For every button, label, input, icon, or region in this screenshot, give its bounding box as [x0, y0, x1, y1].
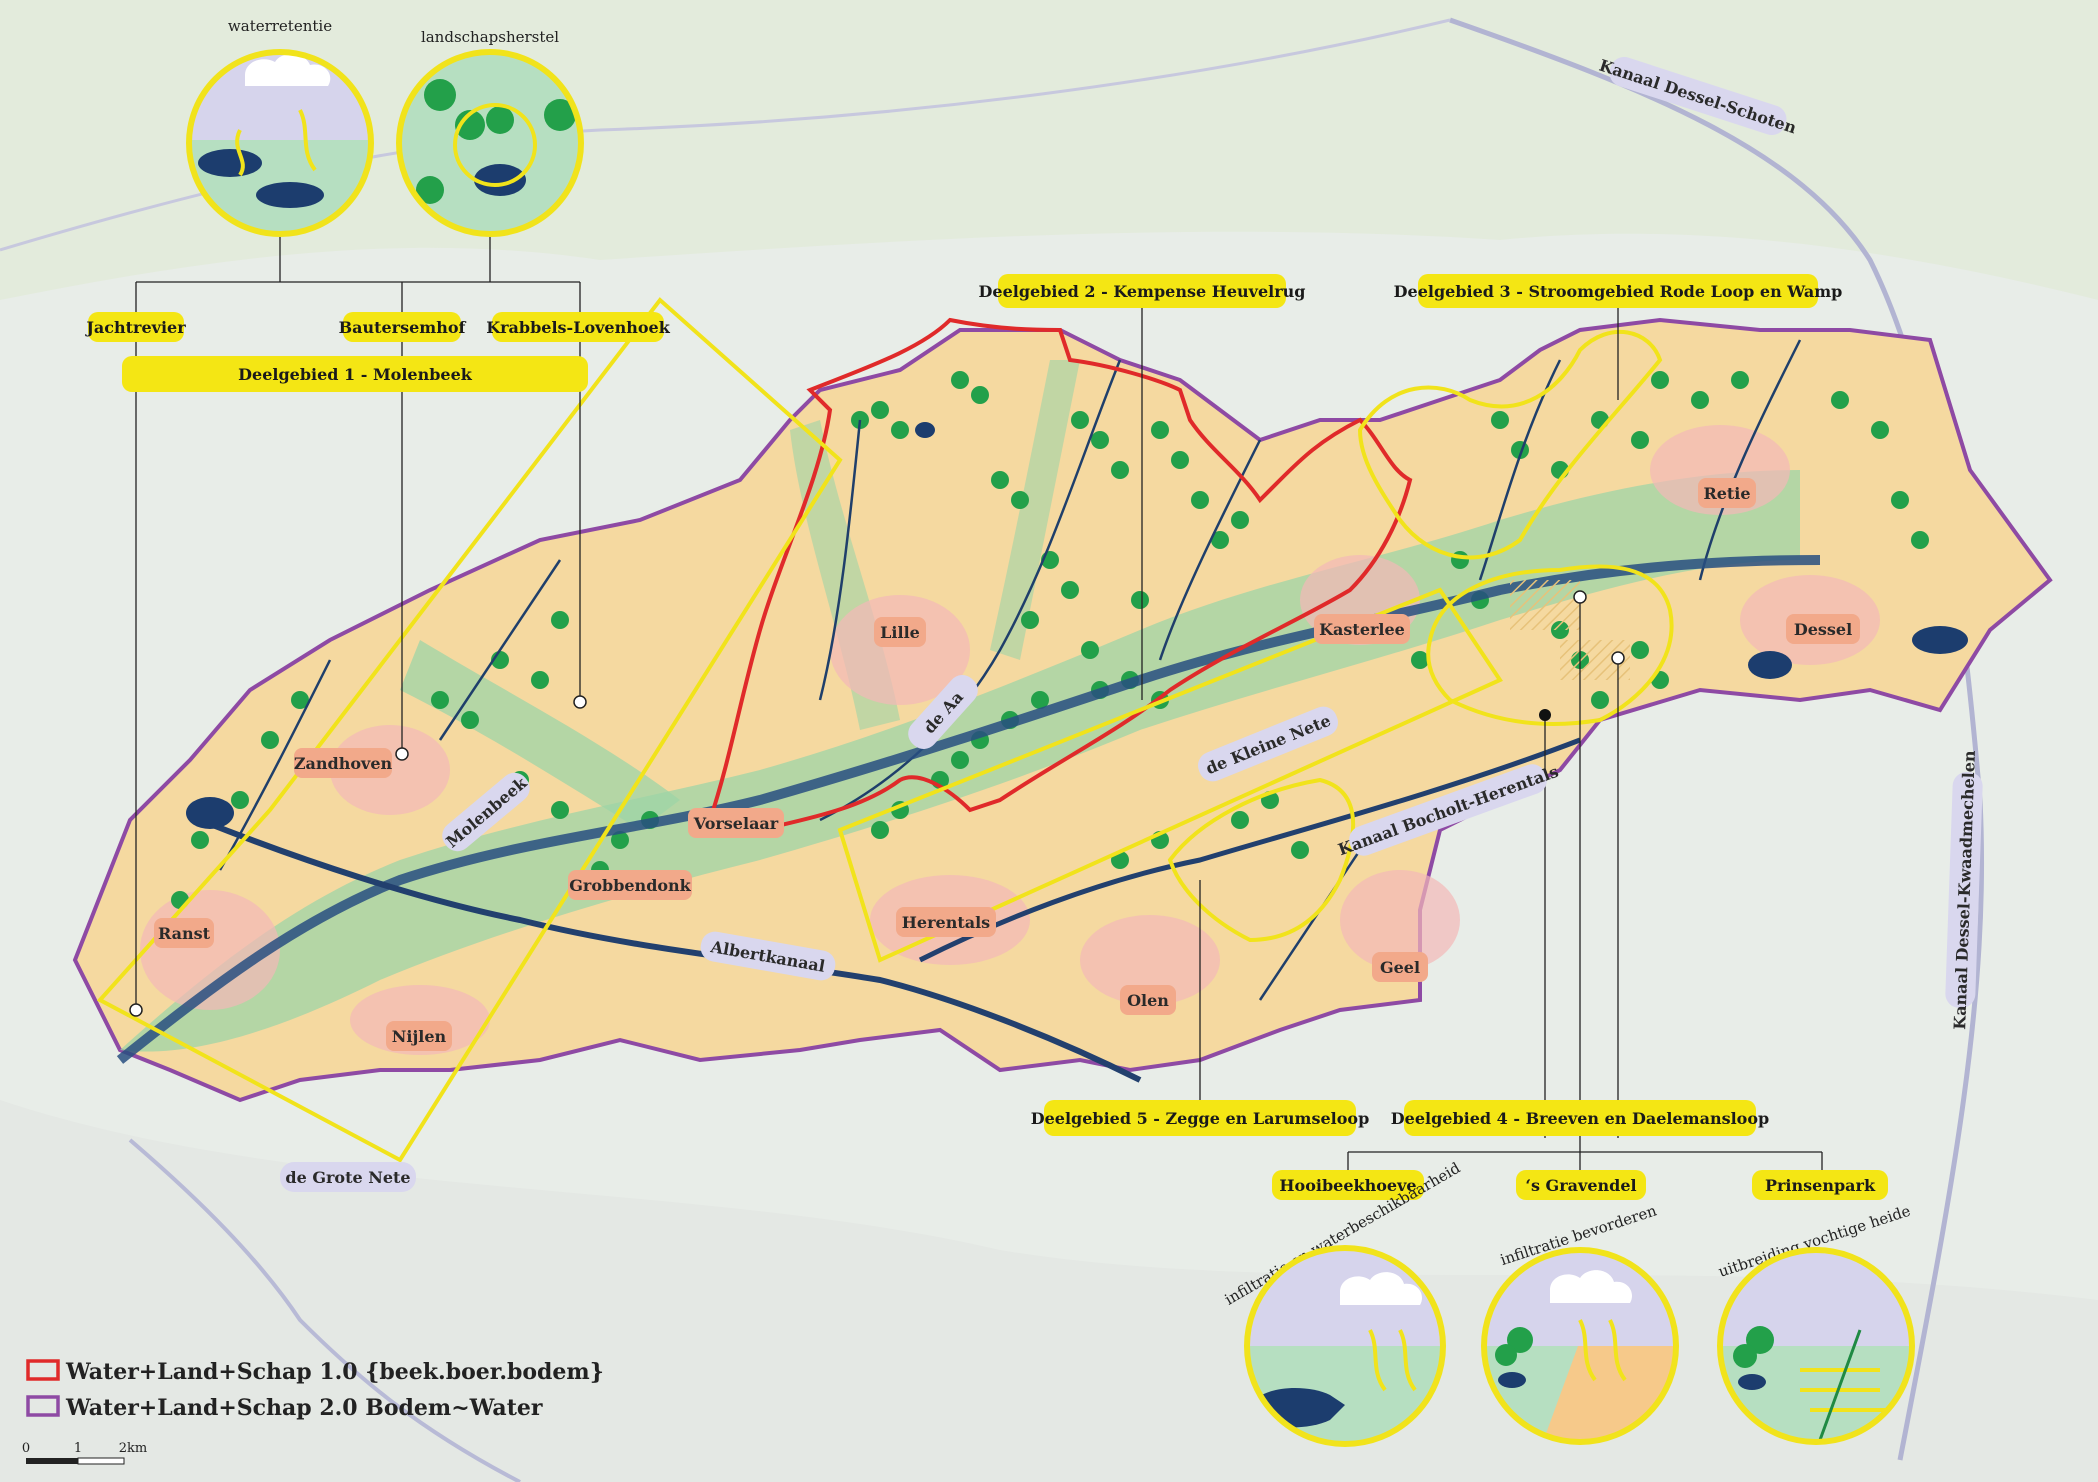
svg-text:Retie: Retie	[1703, 484, 1750, 503]
outline-deelgebied-3	[1357, 330, 1663, 560]
svg-text:waterretentie: waterretentie	[228, 17, 332, 35]
town-ranst: Ranst	[154, 918, 214, 948]
label-gravendel: ‘s Gravendel	[1516, 1170, 1646, 1200]
label-deelgebied-3: Deelgebied 3 - Stroomgebied Rode Loop en…	[1394, 274, 1843, 308]
town-lille: Lille	[874, 617, 926, 647]
svg-text:Nijlen: Nijlen	[392, 1027, 447, 1046]
label-deelgebied-5: Deelgebied 5 - Zegge en Larumseloop	[1031, 1100, 1370, 1136]
svg-text:landschapsherstel: landschapsherstel	[421, 28, 559, 46]
site-marker-prinsenpark	[1611, 651, 1625, 665]
legend: Water+Land+Schap 1.0 {beek.boer.bodem} W…	[26, 1359, 604, 1421]
svg-text:Deelgebied 3 - Stroomgebied Ro: Deelgebied 3 - Stroomgebied Rode Loop en…	[1394, 282, 1843, 301]
town-geel: Geel	[1372, 952, 1428, 982]
cloud-icon	[1340, 1272, 1423, 1305]
svg-text:Zandhoven: Zandhoven	[294, 754, 393, 773]
svg-text:Bautersemhof: Bautersemhof	[339, 318, 467, 337]
svg-text:0: 0	[22, 1441, 30, 1456]
lake-kempen	[915, 422, 935, 438]
lake-east	[1912, 626, 1968, 654]
site-marker-krabbels	[573, 695, 587, 709]
label-prinsenpark: Prinsenpark	[1752, 1170, 1888, 1200]
outline-deelgebied-1	[96, 297, 843, 1163]
svg-text:Ranst: Ranst	[158, 924, 211, 943]
label-deelgebied-4: Deelgebied 4 - Breeven en Daelemansloop	[1391, 1100, 1769, 1136]
town-vorselaar: Vorselaar	[688, 808, 784, 838]
svg-text:Prinsenpark: Prinsenpark	[1765, 1176, 1876, 1195]
svg-text:Deelgebied 5 - Zegge en Larums: Deelgebied 5 - Zegge en Larumseloop	[1031, 1109, 1370, 1128]
svg-text:Deelgebied 1 - Molenbeek: Deelgebied 1 - Molenbeek	[238, 365, 473, 384]
circle-landschapsherstel: landschapsherstel	[396, 28, 584, 237]
cloud-icon	[1550, 1270, 1633, 1303]
scale-bar: 0 1 2km	[22, 1441, 147, 1465]
svg-text:Deelgebied 2 - Kempense Heuvel: Deelgebied 2 - Kempense Heuvelrug	[979, 282, 1306, 301]
svg-text:Olen: Olen	[1127, 991, 1169, 1010]
label-hooibeekhoeve: Hooibeekhoeve	[1272, 1170, 1424, 1200]
lake-dessel	[1748, 651, 1792, 679]
settlement-nijlen	[350, 985, 490, 1055]
town-zandhoven: Zandhoven	[294, 748, 393, 778]
site-marker-hooibeekhoeve	[1539, 709, 1551, 721]
town-olen: Olen	[1120, 985, 1176, 1015]
label-deelgebied-1: Deelgebied 1 - Molenbeek	[122, 356, 588, 392]
legend-item-wls-1-0: Water+Land+Schap 1.0 {beek.boer.bodem}	[65, 1359, 604, 1385]
hatched-area-1	[1510, 580, 1580, 630]
outline-deelgebied-2	[837, 587, 1503, 963]
leaders-deelgebied-1	[135, 236, 581, 1010]
water-label-dessel-kwaadmechelen: Kanaal Dessel-Kwaadmechelen	[1945, 750, 1983, 1030]
cloud-icon	[245, 54, 331, 86]
outline-deelgebied-4	[1426, 564, 1674, 726]
legend-swatch-wls-1-0	[26, 1359, 60, 1381]
town-dessel: Dessel	[1786, 614, 1860, 644]
svg-text:Deelgebied 4 - Breeven en Dael: Deelgebied 4 - Breeven en Daelemansloop	[1391, 1109, 1769, 1128]
river-grote-nete-lower	[128, 1138, 521, 1482]
svg-text:Kasterlee: Kasterlee	[1319, 620, 1405, 639]
svg-text:Dessel: Dessel	[1794, 620, 1852, 639]
site-marker-bautersemhof	[395, 747, 409, 761]
lake-ranst	[186, 797, 234, 829]
settlement-olen	[1080, 915, 1220, 1005]
outline-deelgebied-5	[1167, 777, 1356, 943]
label-jachtrevier: Jachtrevier	[84, 312, 186, 342]
site-marker-gravendel	[1573, 590, 1587, 604]
town-herentals: Herentals	[896, 907, 996, 937]
svg-text:Vorselaar: Vorselaar	[693, 814, 779, 833]
circle-waterretentie: waterretentie	[186, 17, 374, 237]
svg-text:2km: 2km	[119, 1441, 147, 1456]
town-nijlen: Nijlen	[386, 1021, 452, 1051]
valley-aa-north	[990, 360, 1080, 660]
label-deelgebied-2: Deelgebied 2 - Kempense Heuvelrug	[979, 274, 1306, 308]
label-krabbels: Krabbels-Lovenhoek	[486, 312, 671, 342]
settlement-lille	[830, 595, 970, 705]
town-kasterlee: Kasterlee	[1314, 614, 1410, 644]
valley-molenbeek	[400, 640, 680, 830]
albertkanaal-line	[198, 817, 1142, 1083]
town-retie: Retie	[1698, 478, 1756, 508]
svg-text:Geel: Geel	[1380, 958, 1420, 977]
svg-text:1: 1	[74, 1441, 82, 1456]
svg-text:Hooibeekhoeve: Hooibeekhoeve	[1279, 1176, 1416, 1195]
svg-text:Krabbels-Lovenhoek: Krabbels-Lovenhoek	[486, 318, 671, 337]
svg-text:Grobbendonk: Grobbendonk	[569, 876, 691, 895]
kanaal-bocholt-herentals-line	[918, 737, 1581, 963]
svg-text:Lille: Lille	[880, 623, 920, 642]
outline-wls-1-0	[707, 317, 1413, 833]
town-grobbendonk: Grobbendonk	[568, 870, 692, 900]
legend-swatch-wls-2-0	[26, 1395, 60, 1417]
water-label-grote-nete: de Grote Nete	[280, 1162, 416, 1192]
svg-text:‘s Gravendel: ‘s Gravendel	[1525, 1176, 1636, 1195]
label-bautersemhof: Bautersemhof	[339, 312, 467, 342]
svg-text:Herentals: Herentals	[902, 913, 990, 932]
svg-text:de Grote Nete: de Grote Nete	[285, 1168, 410, 1187]
svg-text:Jachtrevier: Jachtrevier	[84, 318, 186, 337]
settlement-geel	[1340, 870, 1460, 970]
site-marker-jachtrevier	[129, 1003, 143, 1017]
circle-uitbreiding-heide: uitbreiding vochtige heide	[1716, 1202, 1915, 1445]
legend-item-wls-2-0: Water+Land+Schap 2.0 Bodem~Water	[65, 1395, 543, 1421]
